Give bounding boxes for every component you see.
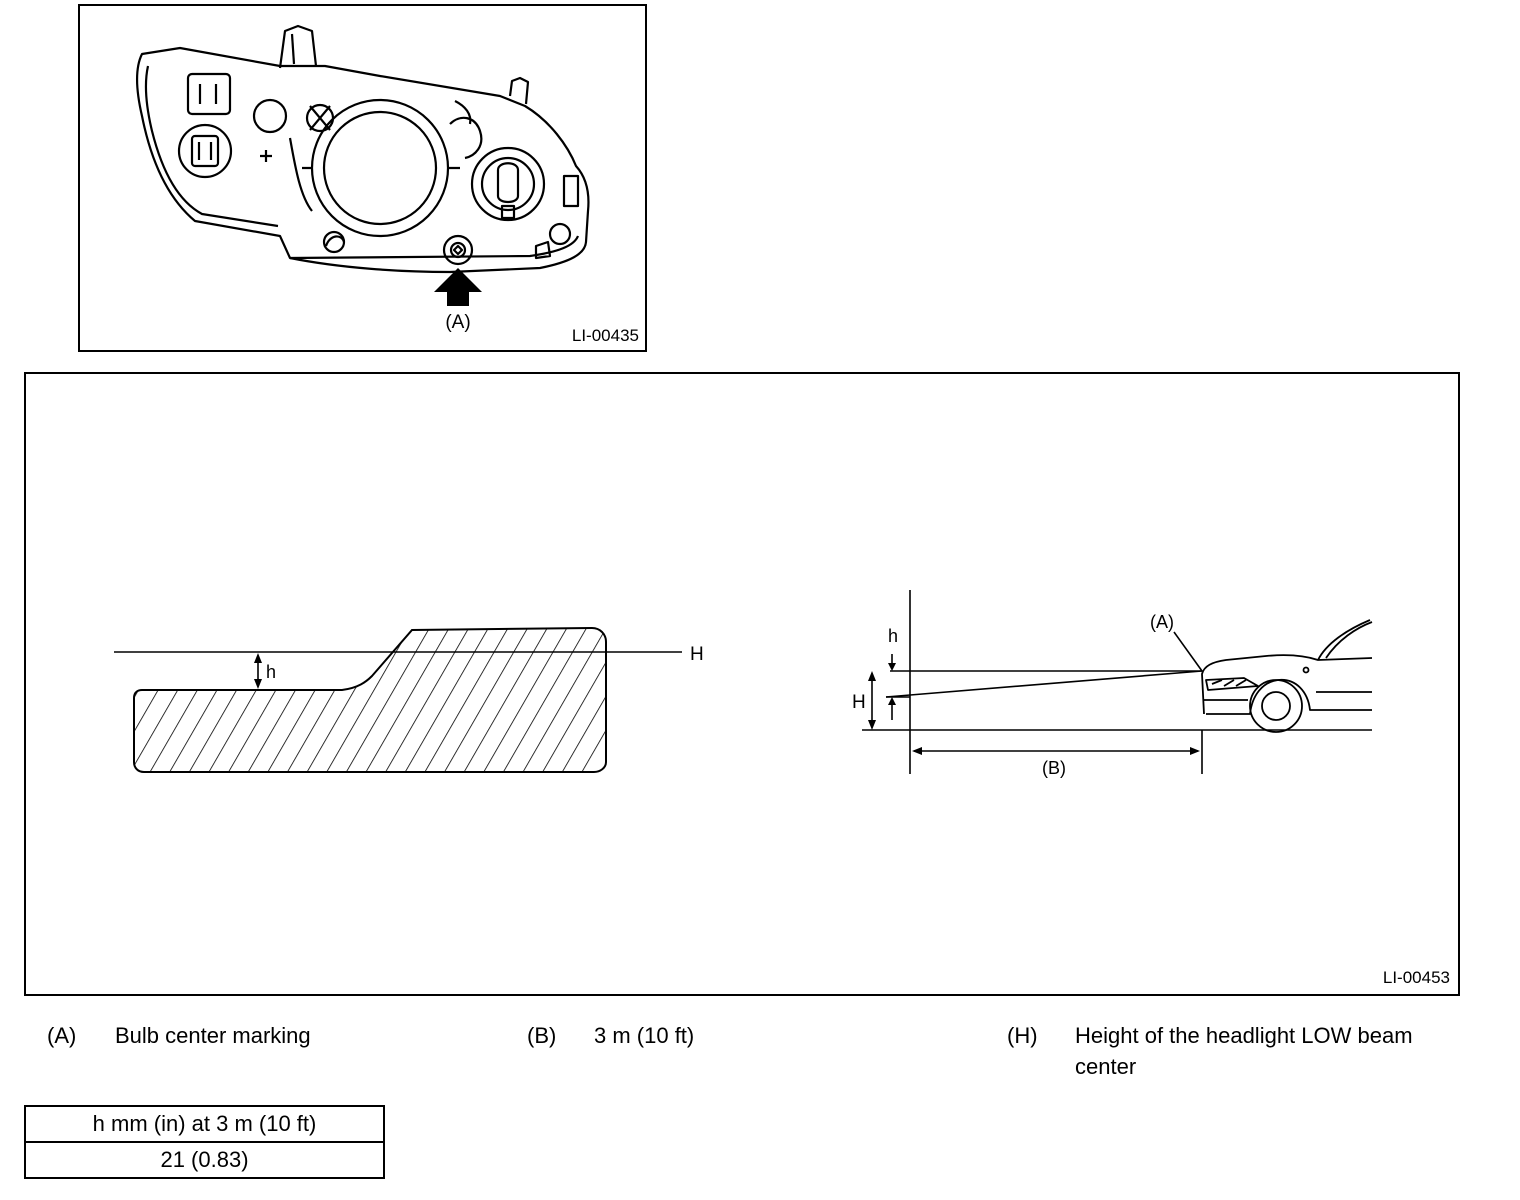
headlight-figure: (A) LI-00435	[78, 4, 647, 352]
right-mounting-tab	[508, 76, 530, 105]
h-offset-label: h	[266, 662, 276, 682]
h-dimension-arrow	[254, 653, 262, 689]
headlight-housing-outline	[136, 46, 590, 274]
legend-text: Bulb center marking	[115, 1023, 311, 1048]
legend-key: (B)	[527, 1023, 557, 1048]
car-front-drawing	[1201, 619, 1373, 733]
left-connector	[186, 72, 232, 116]
side-A-label: (A)	[1150, 612, 1174, 632]
legend-text: 3 m (10 ft)	[594, 1023, 695, 1048]
arrow-pointer	[434, 268, 482, 306]
side-H-label: H	[852, 692, 866, 713]
beam-line	[885, 670, 1203, 698]
figure-code-1: LI-00435	[571, 326, 639, 345]
aiming-screw	[442, 234, 474, 266]
top-mounting-tab	[278, 24, 318, 69]
aiming-drawing: H h	[114, 590, 1373, 778]
callout-a: (A)	[445, 312, 470, 333]
legend-key: (H)	[1007, 1023, 1038, 1048]
beam-pattern	[133, 626, 607, 773]
high-beam-socket	[470, 146, 546, 222]
spec-table-header: h mm (in) at 3 m (10 ft)	[24, 1105, 385, 1143]
front-wheel	[1249, 679, 1303, 733]
spec-table-value: 21 (0.83)	[24, 1141, 385, 1179]
headlight-drawing: (A)	[136, 24, 590, 333]
aiming-figure: H h	[24, 372, 1460, 996]
low-beam-lens	[310, 98, 450, 238]
spec-table: h mm (in) at 3 m (10 ft) 21 (0.83)	[24, 1105, 385, 1179]
figure-code-2: LI-00453	[1382, 968, 1450, 987]
side-h-label: h	[888, 626, 898, 646]
legend-text: Height of the headlight LOW beam center	[1075, 1023, 1413, 1079]
left-socket	[177, 123, 233, 179]
side-B-label: (B)	[1042, 758, 1066, 778]
line-h-label: H	[690, 644, 704, 665]
legend-key: (A)	[47, 1023, 77, 1048]
